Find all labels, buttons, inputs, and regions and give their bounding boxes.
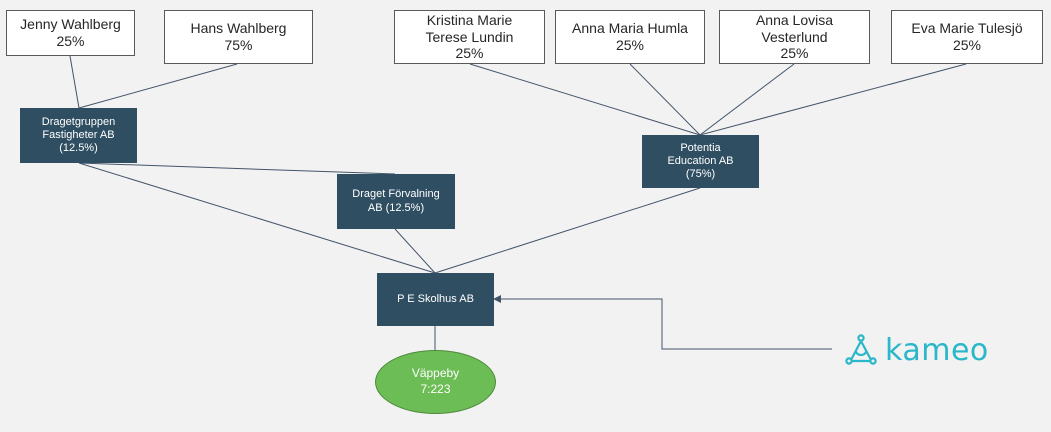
asset-name: Väppeby xyxy=(411,366,460,381)
owner-name: Jenny Wahlberg xyxy=(20,16,121,33)
owner-share: 25% xyxy=(615,37,645,53)
line-dragetgruppen-to-draget-forvaltning xyxy=(78,162,396,175)
line-kristina-to-potentia xyxy=(469,63,701,136)
line-kameo-to-pe-skolhus-arrow xyxy=(493,295,832,350)
owner-name: Eva Marie Tulesjö xyxy=(911,20,1023,37)
line-dragetgruppen-to-pe-skolhus xyxy=(78,162,436,274)
asset-ellipse-vappeby: Väppeby 7:223 xyxy=(375,350,496,414)
company-name-line-1: Potentia xyxy=(680,141,721,154)
company-name-line-2: AB (12.5%) xyxy=(367,201,425,214)
line-hans-to-dragetgruppen xyxy=(78,63,238,109)
company-name-line-2: Education AB xyxy=(667,154,734,167)
line-anna-lovisa-to-potentia xyxy=(699,63,795,136)
owner-box-jenny: Jenny Wahlberg 25% xyxy=(6,10,135,56)
company-share: (12.5%) xyxy=(59,142,98,155)
line-eva-to-potentia xyxy=(699,63,967,136)
owner-box-hans: Hans Wahlberg 75% xyxy=(164,10,313,64)
company-box-draget-forvaltning: Draget Förvalning AB (12.5%) xyxy=(337,174,455,229)
owner-name: Anna Maria Humla xyxy=(572,20,688,37)
kameo-wordmark: kameo xyxy=(885,332,989,368)
asset-designation: 7:223 xyxy=(420,382,451,396)
company-name-line-2: Fastigheter AB xyxy=(42,128,115,141)
line-anna-maria-to-potentia xyxy=(629,63,701,136)
owner-name-line-1: Kristina Marie xyxy=(426,11,513,28)
company-name-line-1: Dragetgruppen xyxy=(41,115,116,128)
owner-share: 75% xyxy=(224,37,253,53)
owner-box-eva: Eva Marie Tulesjö 25% xyxy=(891,10,1043,64)
line-potentia-to-pe-skolhus xyxy=(434,187,701,274)
company-name: P E Skolhus AB xyxy=(397,292,474,305)
line-jenny-to-dragetgruppen xyxy=(69,55,80,109)
owner-share: 25% xyxy=(952,37,982,53)
company-name-line-1: Draget Förvalning xyxy=(352,188,440,201)
company-box-pe-skolhus: P E Skolhus AB xyxy=(377,273,494,326)
owner-name: Hans Wahlberg xyxy=(190,20,287,37)
owner-box-anna-maria: Anna Maria Humla 25% xyxy=(555,10,705,64)
kameo-logo: kameo xyxy=(843,330,989,370)
owner-name-line-2: Vesterlund xyxy=(761,28,828,45)
line-draget-forvaltning-to-pe-skolhus xyxy=(394,228,436,274)
owner-share: 25% xyxy=(56,33,85,49)
owner-box-kristina: Kristina Marie Terese Lundin 25% xyxy=(394,10,545,64)
company-share: (75%) xyxy=(685,168,716,181)
owner-box-anna-lovisa: Anna Lovisa Vesterlund 25% xyxy=(719,10,870,64)
company-box-dragetgruppen: Dragetgruppen Fastigheter AB (12.5%) xyxy=(20,108,137,163)
kameo-logo-icon xyxy=(845,334,877,365)
owner-name-line-2: Terese Lundin xyxy=(425,28,514,45)
owner-share: 25% xyxy=(780,45,809,62)
owner-share: 25% xyxy=(455,45,484,62)
company-box-potentia: Potentia Education AB (75%) xyxy=(642,135,759,188)
owner-name-line-1: Anna Lovisa xyxy=(755,11,834,28)
